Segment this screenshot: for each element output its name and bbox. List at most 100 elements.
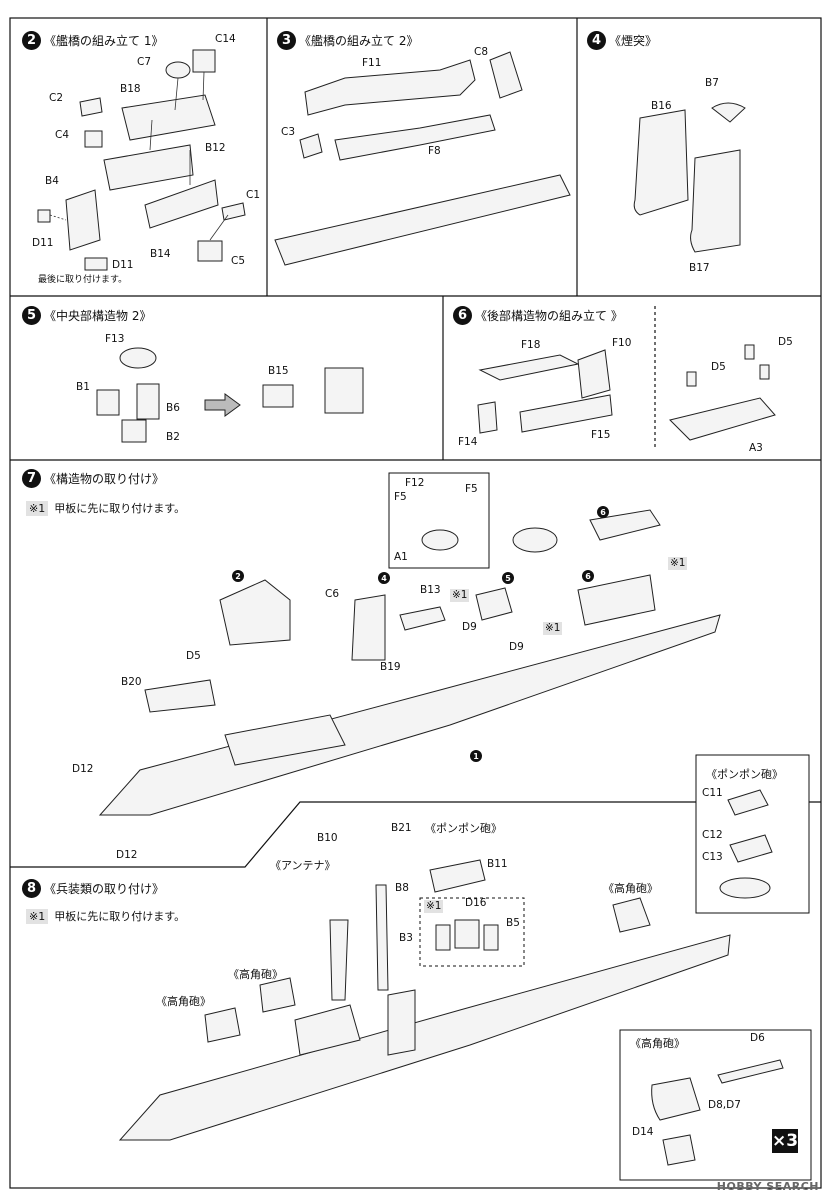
part-b8 xyxy=(375,884,389,991)
part-f8 xyxy=(334,114,496,161)
step-ref-6: 6 xyxy=(597,506,609,518)
part-label: B1 xyxy=(76,381,90,393)
part-c8 xyxy=(489,51,523,99)
part-label: C11 xyxy=(702,787,723,799)
middle-structure-diagram xyxy=(96,347,364,443)
funnel-diagram xyxy=(633,102,746,253)
part-label: D5 xyxy=(711,361,726,373)
title-text: 《煙突》 xyxy=(609,34,658,48)
part-label: B4 xyxy=(45,175,59,187)
step-number: 5 xyxy=(22,306,41,325)
part-d11 xyxy=(84,257,108,271)
part-label: B19 xyxy=(380,661,401,673)
part-label: B5 xyxy=(506,917,520,929)
part-c11 xyxy=(727,789,769,816)
part-label: B20 xyxy=(121,676,142,688)
step-ref-6: 6 xyxy=(582,570,594,582)
part-d8-d7 xyxy=(651,1077,701,1121)
part-b15 xyxy=(262,384,294,408)
part-c5 xyxy=(197,240,223,262)
part-label: C5 xyxy=(231,255,246,267)
armament-mounting-diagram xyxy=(118,859,731,1141)
part-c12 xyxy=(729,834,773,863)
step-ref-5: 5 xyxy=(502,572,514,584)
part-b10 xyxy=(329,919,349,1001)
part-a1 xyxy=(421,529,459,551)
part-label: D5 xyxy=(778,336,793,348)
part-d5 xyxy=(744,344,755,360)
part-b1 xyxy=(96,389,120,416)
part-label: D9 xyxy=(509,641,524,653)
part-label: C8 xyxy=(474,46,489,58)
high-angle-gun xyxy=(259,977,296,1013)
part-label: B14 xyxy=(150,248,171,260)
part-label: A1 xyxy=(394,551,408,563)
part-label: B12 xyxy=(205,142,226,154)
step-number: 8 xyxy=(22,879,41,898)
part-b20 xyxy=(144,679,216,713)
title-text: 《艦橋の組み立て 1》 xyxy=(44,34,164,48)
arrow-right xyxy=(204,393,241,417)
part-label: B10 xyxy=(317,832,338,844)
part-label: D12 xyxy=(116,849,138,861)
pompom-detail-caption: 《ポンポン砲》 xyxy=(706,768,783,781)
part-label: B17 xyxy=(689,262,710,274)
part-label: F11 xyxy=(362,57,382,69)
part-b17 xyxy=(690,149,741,253)
part-label: D5 xyxy=(186,650,201,662)
part-d11 xyxy=(37,209,51,223)
part-b7 xyxy=(711,102,746,123)
middle-block xyxy=(475,587,513,621)
part-label: D9 xyxy=(462,621,477,633)
part-label: C14 xyxy=(215,33,236,45)
part-label: D11 xyxy=(32,237,54,249)
part-label: B2 xyxy=(166,431,180,443)
part-d14 xyxy=(662,1134,696,1166)
part-c2 xyxy=(79,97,103,117)
step-number: 7 xyxy=(22,469,41,488)
part-b13 xyxy=(399,606,446,631)
part-b11 xyxy=(429,859,486,893)
part-a3 xyxy=(669,397,776,441)
funnel-block xyxy=(387,989,416,1056)
title-text: 《兵装類の取り付け》 xyxy=(44,882,165,896)
part-label: F15 xyxy=(591,429,611,441)
part-b18 xyxy=(121,94,216,141)
step-ref-1: 1 xyxy=(470,750,482,762)
structure-mounting-diagram xyxy=(98,509,721,816)
step-ref-2: 2 xyxy=(232,570,244,582)
part-c4 xyxy=(84,130,103,148)
note-text: 甲板に先に取り付けます。 xyxy=(54,502,186,515)
part-d5 xyxy=(686,371,697,387)
note-mark: ※1 xyxy=(450,589,470,602)
part-d5 xyxy=(759,364,770,380)
part-label: B7 xyxy=(705,77,719,89)
part-f15 xyxy=(519,394,613,433)
part-c3 xyxy=(299,133,323,159)
part-b12 xyxy=(103,144,194,191)
part-label: B3 xyxy=(399,932,413,944)
part-b6 xyxy=(136,383,160,420)
section-6-title: 6《後部構造物の組み立て 》 xyxy=(453,306,623,325)
part-label: C12 xyxy=(702,829,723,841)
middle-deck xyxy=(224,714,346,766)
gun-mount xyxy=(512,527,558,553)
note-text: 甲板に先に取り付けます。 xyxy=(54,910,186,923)
last-step-note: 最後に取り付けます。 xyxy=(38,275,128,285)
high-angle-gun xyxy=(204,1007,241,1043)
part-label: B18 xyxy=(120,83,141,95)
part-b4 xyxy=(65,189,101,251)
bridge-block xyxy=(294,1004,361,1056)
part-f13 xyxy=(119,347,157,369)
high-angle-detail-diagram xyxy=(651,1059,784,1166)
note-mark: ※1 xyxy=(543,622,563,635)
note-mark: ※1 xyxy=(424,900,444,913)
title-text: 《中央部構造物 2》 xyxy=(44,309,152,323)
section-4-title: 4《煙突》 xyxy=(587,31,657,50)
part-label: B13 xyxy=(420,584,441,596)
title-text: 《後部構造物の組み立て 》 xyxy=(475,309,623,323)
rear-structure-diagram xyxy=(477,344,776,441)
quantity-multiplier: ×3 xyxy=(771,1129,799,1153)
watermark: HOBBY SEARCH xyxy=(716,1180,819,1193)
